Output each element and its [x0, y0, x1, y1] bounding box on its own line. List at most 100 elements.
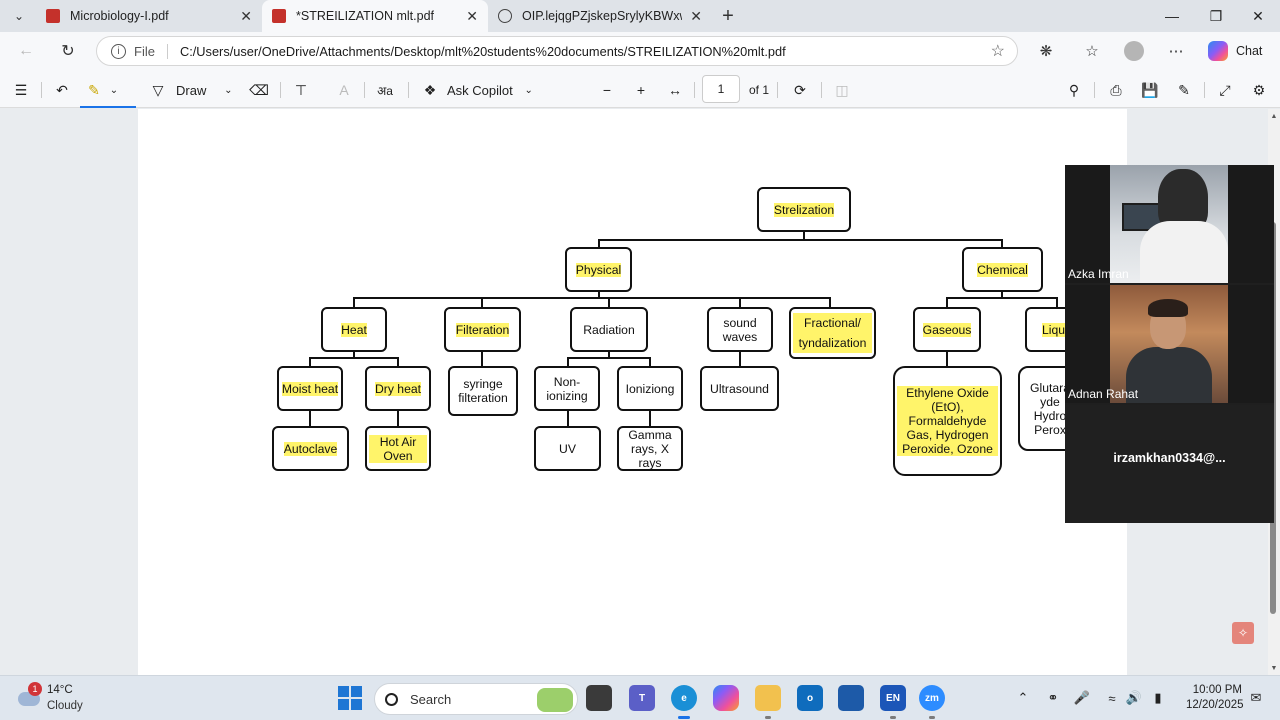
connector-line	[739, 297, 741, 308]
maximize-icon[interactable]: ❐	[1209, 7, 1223, 24]
task-view-icon[interactable]	[586, 685, 612, 711]
url-text[interactable]: C:/Users/user/OneDrive/Attachments/Deskt…	[179, 43, 786, 59]
pdf-icon	[272, 9, 286, 23]
teams-icon[interactable]: T	[629, 685, 655, 711]
page-view-icon[interactable]: ◫	[835, 81, 849, 98]
fullscreen-icon[interactable]: ⤢	[1219, 81, 1231, 98]
contents-list-icon[interactable]: ☰	[14, 81, 28, 98]
language-en-icon[interactable]: EN	[880, 685, 906, 711]
page-number-input[interactable]: 1	[702, 75, 740, 103]
minimize-icon[interactable]: —	[1165, 8, 1179, 24]
connector-line	[946, 350, 948, 368]
node-label: Ultrasound	[710, 381, 769, 396]
rotate-icon[interactable]: ⟳	[794, 81, 806, 98]
tab-microbiology[interactable]: Microbiology-I.pdf ✕	[36, 0, 262, 32]
window-close-icon[interactable]: ✕	[1252, 7, 1264, 24]
connector-line	[1001, 290, 1003, 299]
new-tab-plus-icon[interactable]: +	[722, 4, 734, 27]
undo-icon[interactable]: ↶	[56, 81, 68, 98]
clock-date: 12/20/2025	[1186, 699, 1244, 711]
tab-actions-chevron-icon[interactable]: ⌄	[13, 9, 25, 23]
connector-line	[649, 357, 651, 367]
battery-icon[interactable]: ▮	[1154, 690, 1162, 705]
highlight-pen-icon[interactable]: ✎⌄	[88, 81, 119, 98]
connector-line	[946, 297, 948, 308]
connector-line	[397, 357, 399, 367]
node-fractional: Fractional/ tyndalization	[789, 307, 876, 359]
settings-gear-icon[interactable]: ⚙	[1252, 81, 1266, 98]
participant-tile-2[interactable]: Adnan Rahat	[1065, 285, 1274, 403]
connector-line	[567, 409, 569, 427]
tab-title: OIP.lejqgPZjskepSrylyKBWxwAAA	[522, 9, 682, 23]
scroll-down-arrow-icon[interactable]: ▼	[1270, 664, 1278, 672]
show-hidden-icons-chevron-icon[interactable]: ⌃	[1017, 690, 1029, 705]
search-icon[interactable]: ⚲	[1068, 81, 1080, 98]
copilot-chat-button[interactable]: Chat	[1208, 38, 1262, 64]
close-icon[interactable]: ✕	[466, 7, 478, 24]
microphone-icon[interactable]: 🎤	[1073, 690, 1091, 705]
node-sterilization: Strelization	[757, 187, 851, 232]
notifications-bell-icon[interactable]: ✉	[1250, 690, 1262, 705]
node-label: Moist heat	[281, 381, 339, 396]
participant-tile-1[interactable]: Azka Imran	[1065, 165, 1274, 283]
zoom-in-icon[interactable]: +	[636, 82, 646, 98]
read-aloud-translate-icon[interactable]: अa	[377, 83, 393, 98]
fit-width-icon[interactable]: ↔	[668, 82, 682, 98]
more-options-icon[interactable]: ⋯	[1168, 43, 1184, 60]
print-icon[interactable]: ⎙	[1110, 81, 1122, 98]
eraser-icon[interactable]: ⌫	[249, 81, 269, 98]
acrobat-pdf-icon[interactable]: ✧	[1232, 622, 1254, 644]
zoom-app-icon[interactable]: zm	[919, 685, 945, 711]
taskbar-search[interactable]: Search	[374, 683, 578, 715]
volume-icon[interactable]: 🔊	[1125, 690, 1143, 705]
refresh-icon[interactable]: ↻	[61, 43, 75, 60]
toolbar-divider	[777, 82, 778, 98]
network-status-icon[interactable]: ⚭	[1047, 690, 1059, 705]
tab-sterilization[interactable]: *STREILIZATION mlt.pdf ✕	[262, 0, 488, 32]
close-icon[interactable]: ✕	[240, 7, 252, 24]
connector-line	[309, 409, 311, 427]
ask-copilot-button[interactable]: ❖ Ask Copilot ⌄	[420, 79, 539, 101]
file-explorer-icon[interactable]	[755, 685, 781, 711]
tab-oip-image[interactable]: OIP.lejqgPZjskepSrylyKBWxwAAA ✕	[488, 0, 712, 32]
search-icon	[385, 692, 398, 706]
search-highlight-art-icon	[537, 688, 573, 712]
favorite-star-icon[interactable]: ☆	[990, 43, 1005, 60]
close-icon[interactable]: ✕	[690, 7, 702, 24]
weather-widget[interactable]: 1 14°C Cloudy	[16, 682, 116, 716]
node-ultrasound: Ultrasound	[700, 366, 779, 411]
node-ionizing: Ioniziong	[617, 366, 683, 411]
draw-button[interactable]: ▽ Draw ⌄	[148, 79, 238, 101]
toolbar-divider	[694, 82, 695, 98]
address-bar[interactable]: i File C:/Users/user/OneDrive/Attachment…	[96, 36, 1018, 66]
edge-browser-icon[interactable]: e	[671, 685, 697, 711]
scroll-up-arrow-icon[interactable]: ▲	[1270, 112, 1278, 120]
favorites-icon[interactable]: ☆	[1085, 43, 1099, 60]
extensions-puzzle-icon[interactable]: ❋	[1039, 43, 1053, 60]
save-as-icon[interactable]: ✎	[1178, 81, 1190, 98]
node-label: Chemical	[977, 262, 1028, 277]
node-uv: UV	[534, 426, 601, 471]
info-icon[interactable]: i	[111, 43, 126, 59]
connector-line	[598, 239, 600, 249]
video-call-panel: Azka Imran Adnan Rahat irzamkhan0334@...	[1065, 165, 1274, 523]
outlook-icon[interactable]: o	[797, 685, 823, 711]
save-icon[interactable]: 💾	[1141, 81, 1159, 98]
running-app-indicator	[765, 716, 771, 719]
profile-avatar[interactable]	[1124, 41, 1144, 61]
pdf-toolbar	[0, 70, 1280, 108]
tab-bar	[0, 0, 1280, 32]
participant-tile-3[interactable]: irzamkhan0334@...	[1065, 405, 1274, 523]
participant-video-2	[1110, 285, 1228, 403]
microsoft-store-icon[interactable]	[838, 685, 864, 711]
node-label: Liqu	[1042, 322, 1066, 337]
copilot-app-icon[interactable]	[713, 685, 739, 711]
windows-start-icon[interactable]	[338, 686, 362, 710]
system-clock[interactable]: 10:00 PM 12/20/2025	[1186, 683, 1244, 713]
text-format-icon[interactable]: A	[339, 82, 349, 98]
text-box-icon[interactable]: ⊤	[294, 81, 308, 98]
active-app-indicator	[678, 716, 690, 719]
wifi-icon[interactable]: ≈	[1108, 690, 1116, 706]
zoom-out-icon[interactable]: −	[602, 82, 612, 98]
back-arrow-icon[interactable]: ←	[18, 42, 34, 59]
